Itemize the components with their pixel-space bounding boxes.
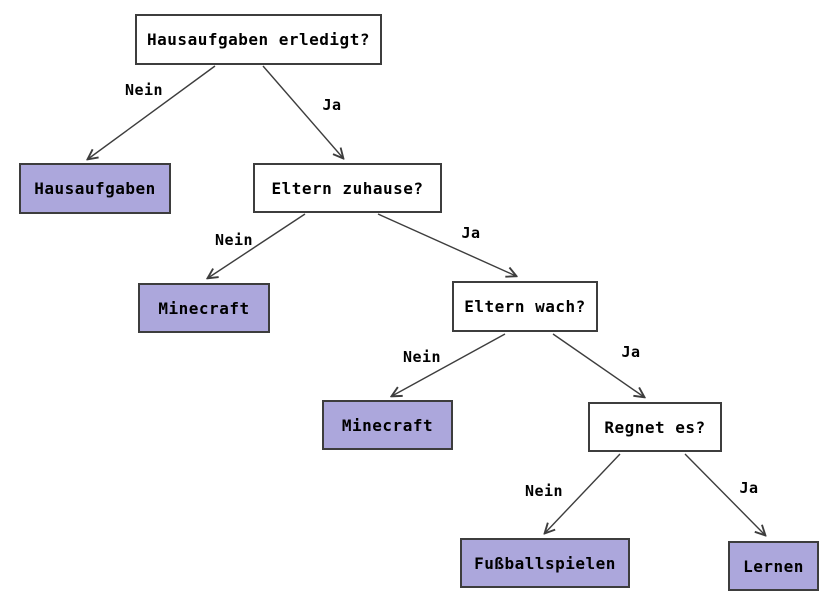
edge-regnet-es-nein xyxy=(545,453,621,533)
edge-eltern-zuhause-ja xyxy=(377,213,516,276)
edge-root-ja xyxy=(262,65,343,158)
edge-eltern-zuhause-nein xyxy=(208,213,306,278)
node-hausaufgaben: Hausaufgaben xyxy=(19,163,171,214)
node-hausaufgaben-erledigt: Hausaufgaben erledigt? xyxy=(135,14,382,65)
edge-label-ja-2: Ja xyxy=(461,224,481,242)
edge-label-ja-3: Ja xyxy=(621,343,641,361)
edge-label-nein-1: Nein xyxy=(124,81,164,99)
edge-label-nein-3: Nein xyxy=(402,348,442,366)
node-lernen: Lernen xyxy=(728,541,819,591)
node-eltern-wach: Eltern wach? xyxy=(452,281,598,332)
edge-regnet-es-ja xyxy=(684,453,765,535)
edge-label-ja-1: Ja xyxy=(322,96,342,114)
node-regnet-es: Regnet es? xyxy=(588,402,722,452)
edge-label-nein-2: Nein xyxy=(214,231,254,249)
node-eltern-zuhause: Eltern zuhause? xyxy=(253,163,442,213)
edge-root-nein xyxy=(88,65,216,159)
edge-label-ja-4: Ja xyxy=(739,479,759,497)
node-minecraft-2: Minecraft xyxy=(322,400,453,450)
node-minecraft-1: Minecraft xyxy=(138,283,270,333)
edge-eltern-wach-ja xyxy=(552,333,644,397)
edge-eltern-wach-nein xyxy=(392,333,506,396)
node-fussballspielen: Fußballspielen xyxy=(460,538,630,588)
edge-label-nein-4: Nein xyxy=(524,482,564,500)
